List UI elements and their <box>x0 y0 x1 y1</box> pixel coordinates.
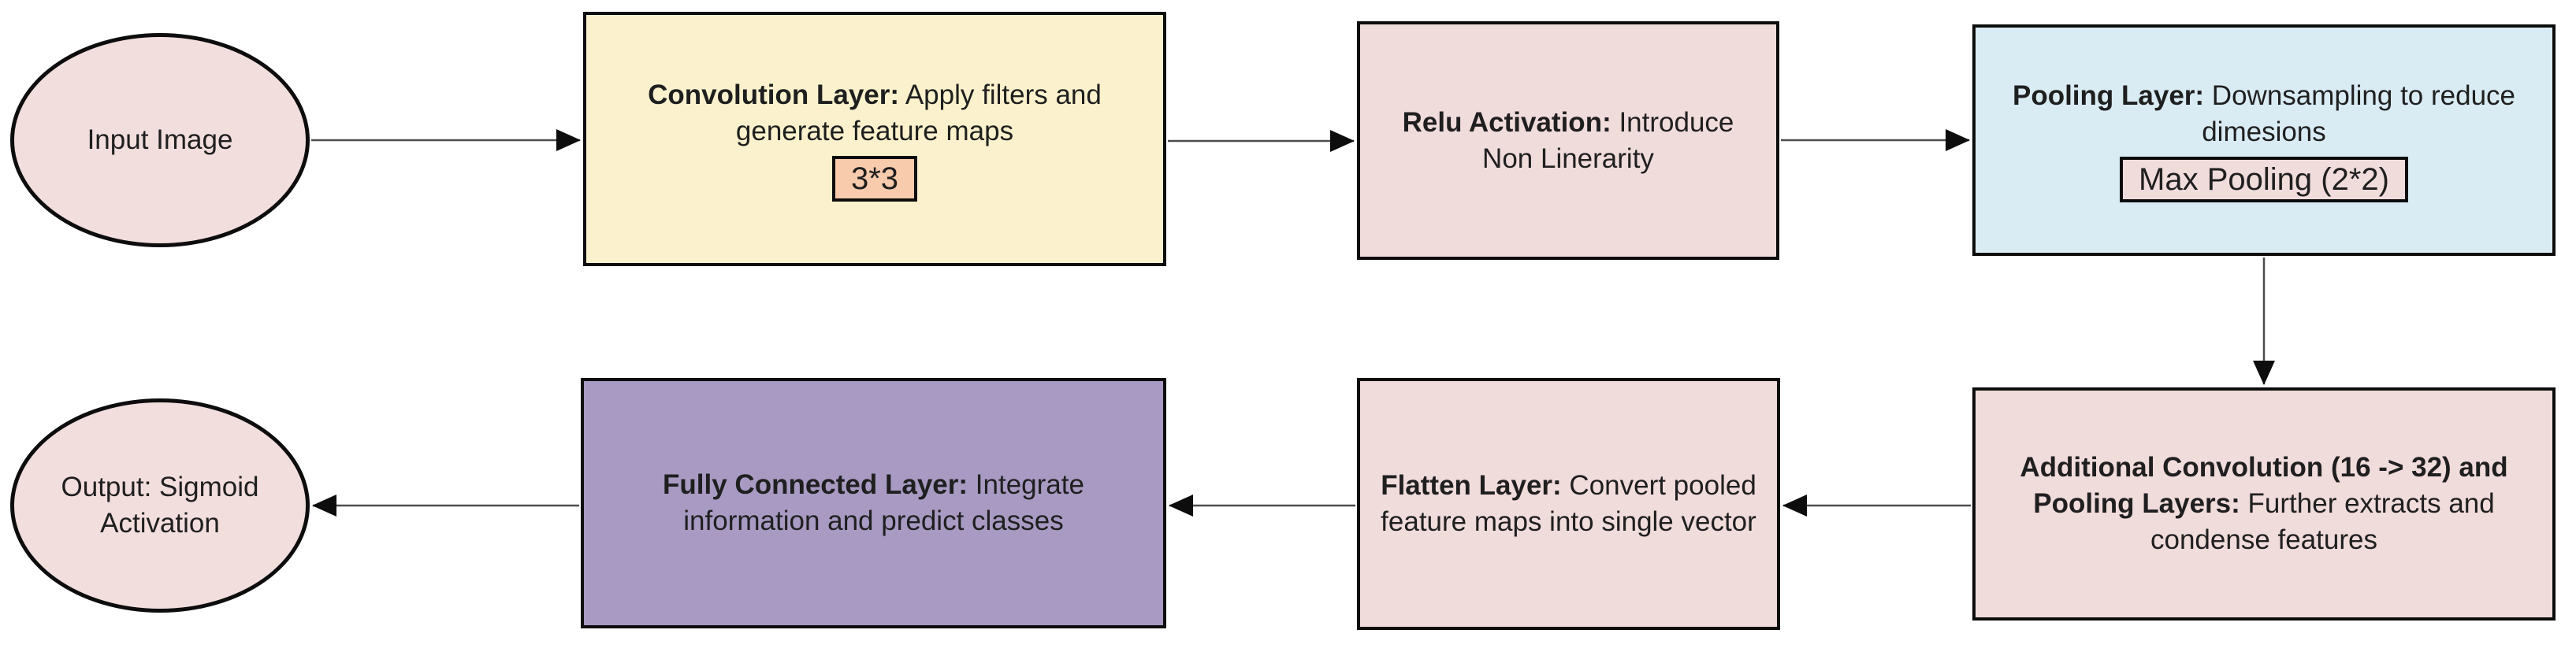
node-desc: Introduce Non Linerarity <box>1482 106 1734 174</box>
node-title: Relu Activation: <box>1402 106 1611 138</box>
node-desc: Downsampling to reduce dimesions <box>2202 80 2516 147</box>
node-label: Input Image <box>87 124 233 155</box>
node-desc: Apply filters and generate feature maps <box>735 79 1102 146</box>
node-text: Flatten Layer: Convert pooled feature ma… <box>1380 468 1757 540</box>
node-input-image: Input Image <box>10 33 310 247</box>
node-desc: Convert pooled feature maps into single … <box>1381 470 1756 537</box>
max-pooling-badge: Max Pooling (2*2) <box>2120 157 2408 202</box>
node-flatten-layer: Flatten Layer: Convert pooled feature ma… <box>1357 378 1780 630</box>
node-pooling-layer: Pooling Layer: Downsampling to reduce di… <box>1972 24 2556 256</box>
node-text: Convolution Layer: Apply filters and gen… <box>614 77 1136 150</box>
node-title: Fully Connected Layer: <box>663 469 968 500</box>
node-label: Output: Sigmoid Activation <box>61 472 259 539</box>
node-text: Fully Connected Layer: Integrate informa… <box>619 467 1128 539</box>
node-additional-conv-pooling: Additional Convolution (16 -> 32) and Po… <box>1972 387 2556 621</box>
node-title: Convolution Layer: <box>648 79 900 110</box>
node-title: Additional Convolution (16 -> 32) and Po… <box>2020 452 2508 519</box>
kernel-size-badge: 3*3 <box>831 155 918 202</box>
node-title: Pooling Layer: <box>2012 80 2205 111</box>
node-desc: Further extracts and condense features <box>2150 488 2495 555</box>
node-title: Flatten Layer: <box>1381 470 1562 501</box>
node-text: Additional Convolution (16 -> 32) and Po… <box>2007 450 2521 558</box>
node-convolution-layer: Convolution Layer: Apply filters and gen… <box>583 12 1166 266</box>
node-output-sigmoid: Output: Sigmoid Activation <box>10 398 310 613</box>
node-fully-connected-layer: Fully Connected Layer: Integrate informa… <box>581 378 1166 628</box>
node-text: Relu Activation: Introduce Non Linerarit… <box>1384 105 1753 177</box>
node-desc: Integrate information and predict classe… <box>683 469 1084 536</box>
node-text: Pooling Layer: Downsampling to reduce di… <box>1999 78 2529 150</box>
node-relu-activation: Relu Activation: Introduce Non Linerarit… <box>1357 21 1779 260</box>
